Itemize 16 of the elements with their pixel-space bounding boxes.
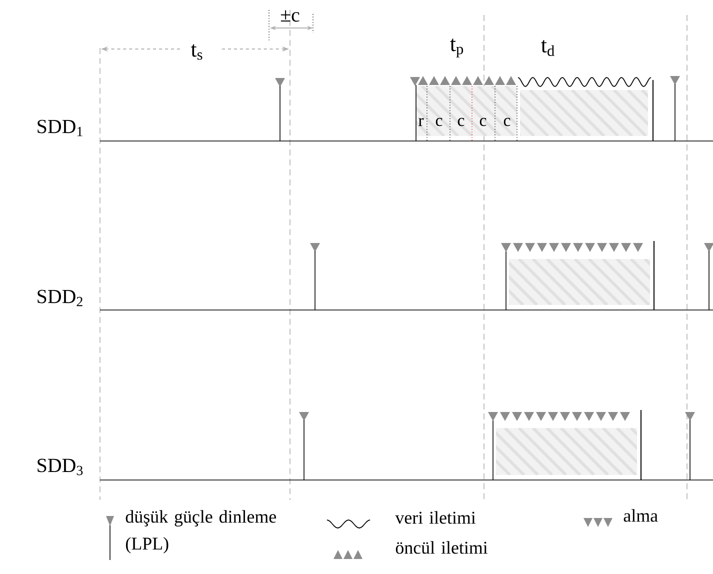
- slot-label: r: [418, 118, 424, 126]
- row-label: SDD$_{1}$: [38, 120, 82, 136]
- slot-label: c: [436, 118, 442, 126]
- slot-label: c: [480, 118, 486, 126]
- time-label: t$_{s}$: [190, 44, 202, 60]
- legend-text: veri iletimi: [395, 511, 476, 524]
- time-label: t$_{p}$: [450, 38, 464, 58]
- legend-text: alma: [624, 509, 658, 522]
- time-label: t$_{d}$: [541, 40, 554, 56]
- legend-text: öncül iletimi: [396, 541, 488, 554]
- row-label: SDD$_{2}$: [38, 290, 82, 306]
- slot-label: c: [504, 118, 510, 126]
- tolerance-label: ±c: [280, 10, 300, 22]
- row-label: SDD$_{3}$: [38, 458, 83, 476]
- legend-text: düşük güçle dinleme (LPL): [126, 510, 276, 554]
- slot-label: c: [458, 118, 464, 126]
